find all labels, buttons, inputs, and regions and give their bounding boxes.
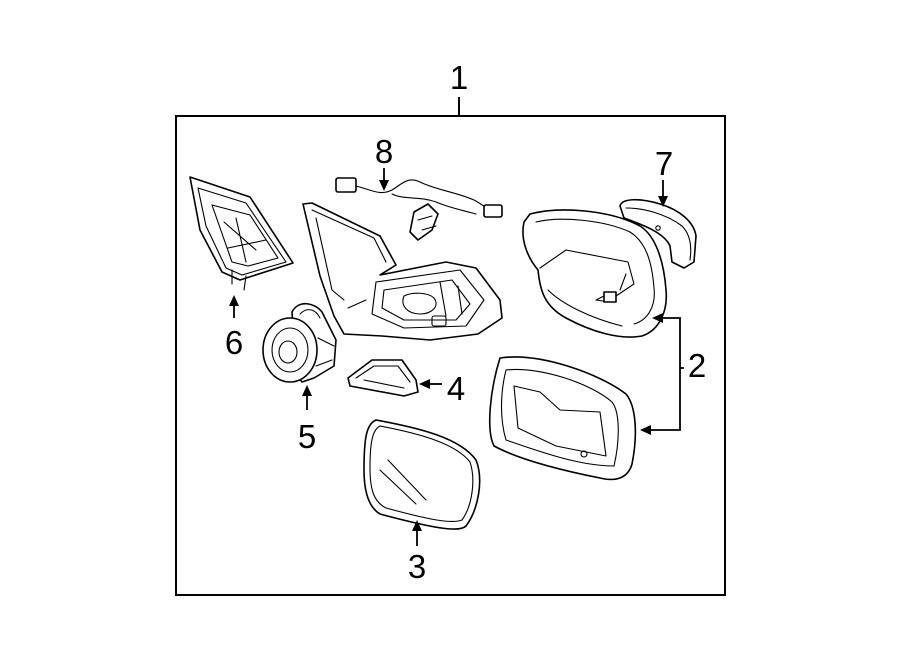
callout-3: 3	[408, 548, 426, 585]
mirror-shell	[488, 356, 637, 481]
outer-cover	[522, 209, 668, 338]
callout-4: 4	[447, 370, 465, 407]
callout-2: 2	[688, 347, 706, 384]
mirror-cap	[347, 359, 419, 397]
callout-7: 7	[655, 145, 673, 182]
mirror-housing-bracket	[302, 202, 503, 341]
callout-8: 8	[375, 133, 393, 170]
turn-signal-lamp	[619, 198, 697, 269]
mounting-base	[189, 176, 294, 291]
callout-5: 5	[298, 418, 316, 455]
actuator-motor	[262, 302, 337, 383]
callout-6: 6	[225, 324, 243, 361]
callout-1: 1	[450, 59, 468, 96]
cover-bracket-line	[650, 317, 684, 431]
assembly-frame	[175, 115, 726, 596]
wiring-harness	[335, 177, 503, 241]
mirror-glass	[363, 419, 481, 530]
